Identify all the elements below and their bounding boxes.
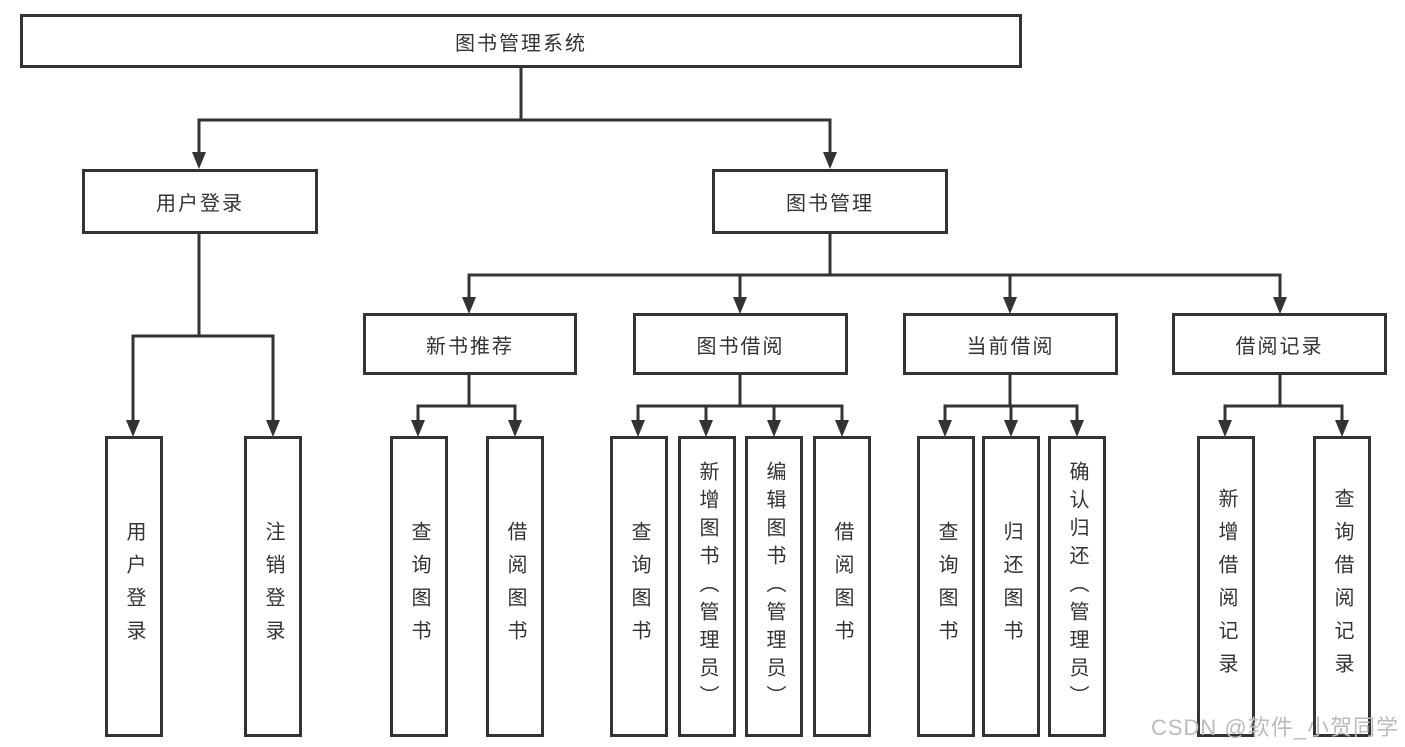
node-label: 新书推荐 <box>426 335 514 358</box>
node-label: 查询图书 <box>408 520 430 653</box>
node-label: 新增借阅记录 <box>1215 487 1237 686</box>
node-user-login: 用户登录 <box>82 169 318 234</box>
leaf-confirm-return-admin: 确认归还（管理员） <box>1048 436 1106 737</box>
leaf-add-borrow-record: 新增借阅记录 <box>1197 436 1255 737</box>
node-label: 借阅记录 <box>1235 335 1324 358</box>
node-label: 用户登录 <box>156 193 244 215</box>
node-borrowing-records: 借阅记录 <box>1172 313 1387 375</box>
node-label: 确认归还（管理员） <box>1066 460 1088 713</box>
leaf-logout: 注销登录 <box>244 436 302 737</box>
node-label: 新增图书（管理员） <box>696 460 718 713</box>
leaf-query-books: 查询图书 <box>917 436 975 737</box>
node-label: 图书管理 <box>786 193 874 215</box>
node-label: 编辑图书（管理员） <box>763 460 785 713</box>
leaf-user-login: 用户登录 <box>105 436 163 737</box>
leaf-edit-books-admin: 编辑图书（管理员） <box>745 436 803 737</box>
node-label: 查询图书 <box>935 520 957 653</box>
leaf-query-books: 查询图书 <box>390 436 448 737</box>
node-label: 当前借阅 <box>966 335 1055 358</box>
leaf-query-books: 查询图书 <box>610 436 668 737</box>
node-system-root: 图书管理系统 <box>20 14 1022 68</box>
node-new-book-recommend: 新书推荐 <box>363 313 577 375</box>
leaf-query-borrow-record: 查询借阅记录 <box>1313 436 1371 737</box>
leaf-borrow-books: 借阅图书 <box>813 436 871 737</box>
node-label: 借阅图书 <box>831 520 853 653</box>
node-current-borrowing: 当前借阅 <box>903 313 1118 375</box>
node-label: 查询借阅记录 <box>1331 487 1353 686</box>
node-label: 归还图书 <box>1000 520 1022 653</box>
leaf-borrow-books: 借阅图书 <box>486 436 544 737</box>
node-book-management: 图书管理 <box>712 169 948 234</box>
node-label: 借阅图书 <box>504 520 526 653</box>
node-book-borrowing: 图书借阅 <box>633 313 848 375</box>
node-label: 图书借阅 <box>696 335 785 358</box>
node-label: 查询图书 <box>628 520 650 653</box>
connector-lines <box>131 67 1344 424</box>
node-label: 注销登录 <box>262 520 284 653</box>
node-label: 用户登录 <box>123 520 145 653</box>
leaf-add-books-admin: 新增图书（管理员） <box>678 436 736 737</box>
csdn-watermark: CSDN @软件_小贺同学 <box>1150 715 1399 740</box>
node-label: 图书管理系统 <box>455 32 587 55</box>
leaf-return-books: 归还图书 <box>982 436 1040 737</box>
